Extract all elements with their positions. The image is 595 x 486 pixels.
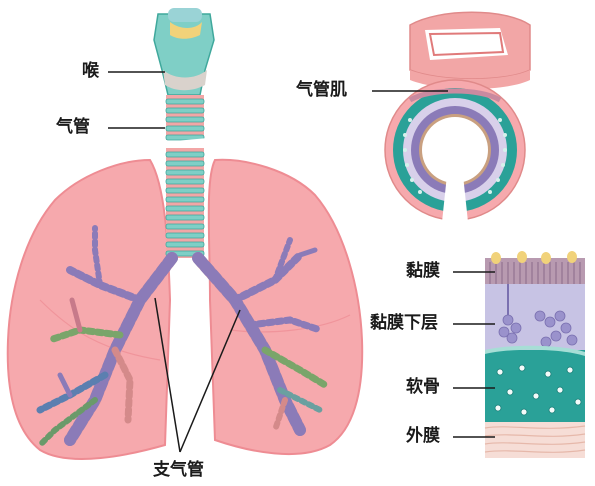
label-larynx: 喉 xyxy=(82,63,99,80)
larynx xyxy=(154,8,214,95)
label-mucosa: 黏膜 xyxy=(406,263,440,280)
label-bronchi: 支气管 xyxy=(153,462,204,479)
label-adventitia: 外膜 xyxy=(406,428,440,445)
trachea-lower xyxy=(166,148,204,258)
label-trachea: 气管 xyxy=(56,119,90,136)
label-cartilage: 软骨 xyxy=(406,379,440,396)
label-trachealis: 气管肌 xyxy=(296,82,347,99)
airway-wall-layers xyxy=(485,251,585,458)
trachea-cross-section xyxy=(385,12,530,222)
lungs-illustration xyxy=(8,8,362,459)
trachea-upper xyxy=(166,95,204,140)
label-submucosa: 黏膜下层 xyxy=(370,315,438,332)
